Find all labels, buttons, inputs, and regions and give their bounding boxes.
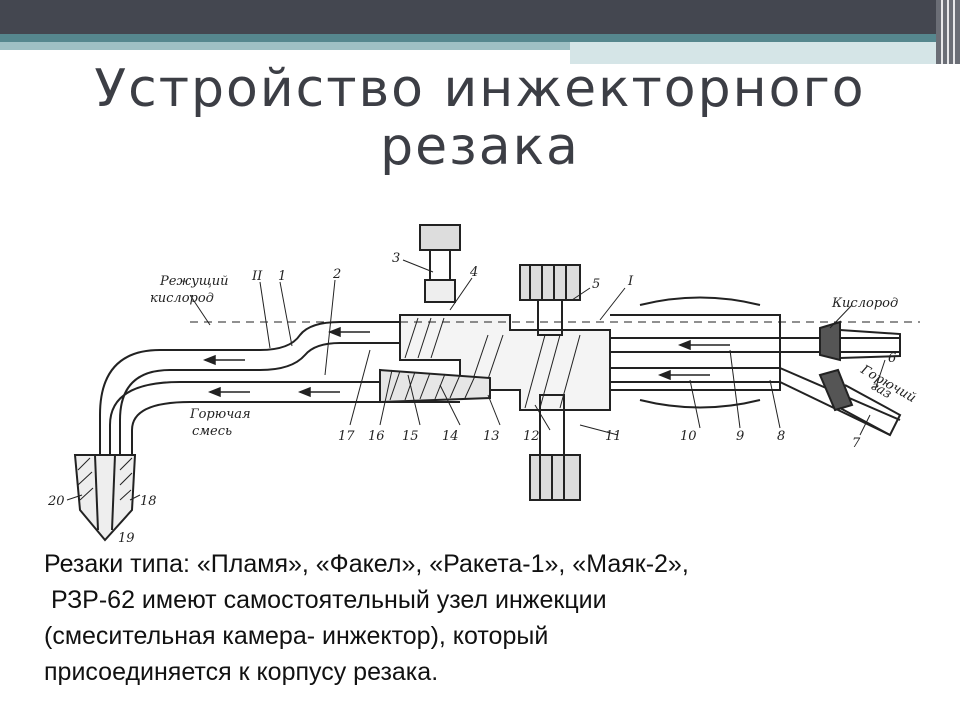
cutter-schematic: Режущий кислород Горючая смесь Кислород …	[47, 224, 920, 545]
header-accent-block	[570, 42, 960, 64]
cutting-oxygen-tube	[99, 321, 400, 460]
label-oxygen: Кислород	[831, 296, 898, 311]
part-number-17: 17	[338, 429, 355, 444]
caption-line2: РЗР-62 имеют самостоятельный узел инжекц…	[44, 586, 607, 614]
slide-caption: Резаки типа: «Пламя», «Факел», «Ракета-1…	[44, 546, 924, 690]
label-roman-1: I	[627, 274, 634, 289]
header-accent-stripe-light	[0, 42, 570, 50]
part-number-18: 18	[140, 494, 157, 509]
part-number-20: 20	[47, 494, 65, 509]
label-fuel-mixture-2: смесь	[192, 424, 232, 439]
page-corner-ornament	[936, 0, 960, 64]
label-roman-2: II	[251, 269, 263, 284]
part-number-10: 10	[680, 429, 697, 444]
cutter-body	[399, 314, 611, 411]
fuel-gas-nipple	[818, 368, 902, 437]
cutting-nozzle	[73, 454, 137, 542]
heating-oxygen-valve	[519, 264, 581, 336]
part-number-11: 11	[605, 429, 622, 444]
caption-line3: (смесительная камера- инжектор), который	[44, 622, 549, 650]
fuel-gas-valve	[529, 394, 581, 501]
part-number-6: 6	[888, 351, 896, 366]
part-number-9: 9	[736, 429, 744, 444]
label-cutting-oxygen-1: Режущий	[159, 274, 229, 289]
part-number-15: 15	[402, 429, 419, 444]
part-number-8: 8	[777, 429, 785, 444]
part-number-12: 12	[523, 429, 540, 444]
part-number-14: 14	[442, 429, 459, 444]
header-bar	[0, 0, 960, 34]
label-fuel-mixture-1: Горючая	[189, 407, 251, 422]
part-number-4: 4	[469, 265, 478, 280]
header-accent-stripe	[0, 34, 960, 42]
slide-title-line2: резака	[380, 117, 580, 177]
part-number-2: 2	[332, 267, 341, 282]
part-number-7: 7	[852, 436, 861, 451]
slide-title: Устройство инжекторного резака	[0, 60, 960, 176]
label-cutting-oxygen-2: кислород	[150, 291, 214, 306]
part-number-13: 13	[483, 429, 500, 444]
slide-title-line1: Устройство инжекторного	[94, 59, 866, 119]
caption-line1: Резаки типа: «Пламя», «Факел», «Ракета-1…	[44, 550, 689, 578]
caption-line4: присоединяется к корпусу резака.	[44, 658, 439, 686]
part-number-5: 5	[592, 277, 600, 292]
part-number-16: 16	[368, 429, 385, 444]
cutting-oxygen-valve	[419, 224, 461, 303]
part-number-1: 1	[278, 269, 286, 284]
part-number-3: 3	[392, 251, 400, 266]
part-number-19: 19	[118, 531, 135, 545]
